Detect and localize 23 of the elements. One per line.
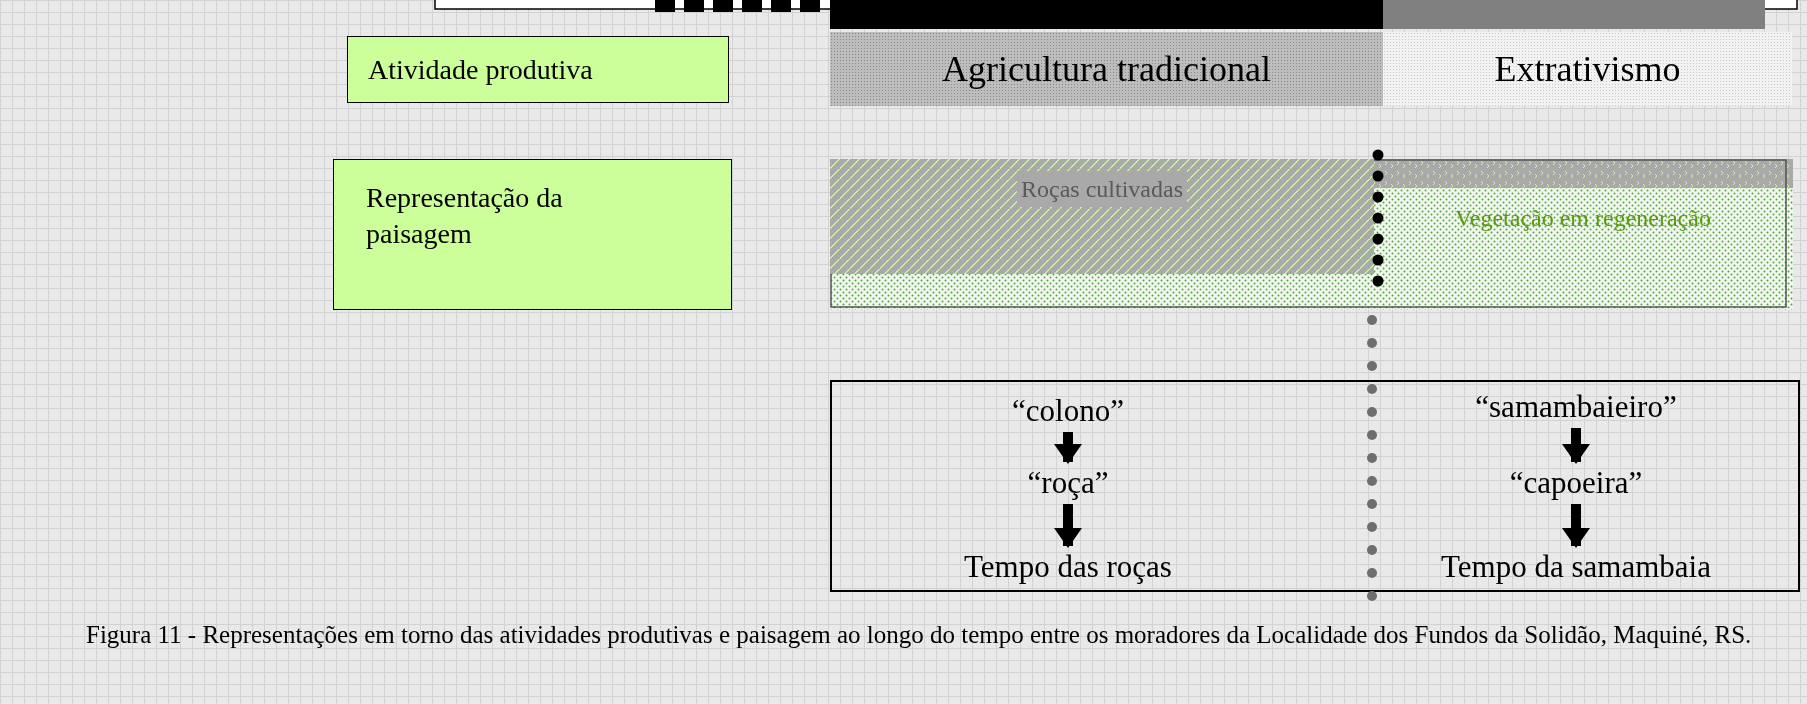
- arrow: [1054, 504, 1082, 548]
- label-box: [333, 159, 732, 310]
- area-text: Roças cultivadas: [1017, 171, 1187, 207]
- label-text: Representação da paisagem: [366, 181, 564, 251]
- activity-band: [830, 32, 1383, 106]
- terms-box: [830, 380, 1800, 592]
- stage-text: “samambaieiro”: [1475, 388, 1677, 426]
- arrow: [1562, 428, 1590, 464]
- label-box: [347, 36, 729, 103]
- arrow: [1562, 504, 1590, 548]
- stage-text: Tempo da samambaia: [1441, 548, 1711, 586]
- band-text: Extrativismo: [1494, 48, 1681, 91]
- stage-text: “roça”: [1027, 464, 1109, 502]
- crop-area: [830, 159, 1374, 274]
- band-text: Agricultura tradicional: [942, 48, 1271, 91]
- stage-text: “colono”: [1012, 392, 1124, 430]
- area-text: Vegetação em regeneração: [1455, 204, 1711, 233]
- stage-text: “capoeira”: [1509, 464, 1643, 502]
- arrow: [1054, 432, 1082, 464]
- label-text: Atividade produtiva: [368, 52, 593, 87]
- stage-text: Tempo das roças: [964, 548, 1172, 586]
- figure-caption: Figura 11 - Representações em torno das atividades produtivas e paisagem ao longo do tempo entre os moradores da Localidade dos Fundos da Solidão, Maquiné, RS.: [86, 620, 1753, 650]
- activity-band: [1383, 32, 1792, 106]
